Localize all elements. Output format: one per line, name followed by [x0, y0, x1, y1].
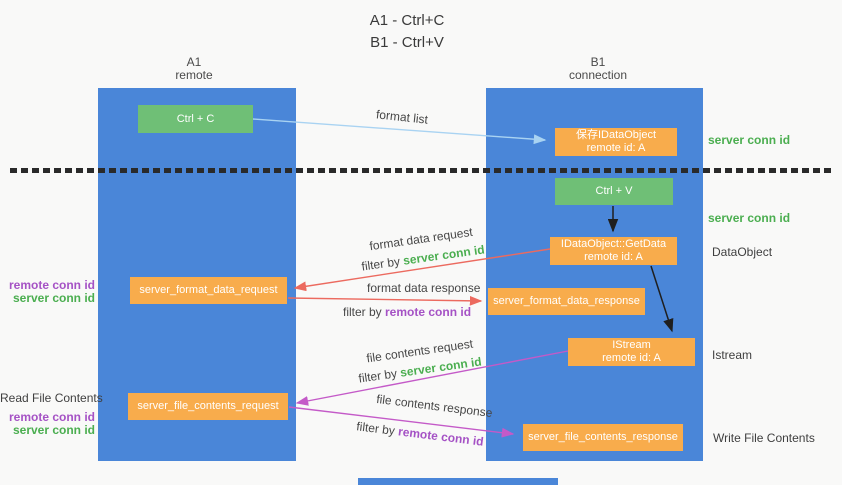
- label-server-conn-id-right-2: server conn id: [708, 211, 791, 225]
- node-ctrl-c-label: Ctrl + C: [176, 112, 215, 125]
- node-idataobject-getdata-line1: IDataObject::GetData: [560, 238, 667, 250]
- node-save-idataobject-line2: remote id: A: [586, 142, 646, 154]
- label-dataobject: DataObject: [712, 245, 773, 259]
- remote-conn-id-text: remote conn id: [8, 278, 95, 292]
- node-server-file-contents-response: server_file_contents_response: [523, 424, 683, 451]
- remote-conn-id-text: remote conn id: [397, 424, 485, 449]
- node-server-file-contents-request-label: server_file_contents_request: [137, 400, 279, 412]
- diagram-title: A1 - Ctrl+C B1 - Ctrl+V: [257, 10, 557, 54]
- label-filter-by-remote-conn-id-1: filter by remote conn id: [343, 305, 471, 319]
- node-istream: IStream remote id: A: [568, 338, 695, 366]
- label-filter-by-remote-conn-id-2: filter by remote conn id: [356, 419, 485, 448]
- lane-header-b1: B1 connection: [538, 56, 658, 82]
- node-ctrl-v-label: Ctrl + V: [595, 185, 633, 197]
- remote-conn-id-text: remote conn id: [8, 410, 95, 424]
- node-idataobject-getdata: IDataObject::GetData remote id: A: [550, 237, 677, 265]
- filter-by-text: filter by: [343, 305, 386, 319]
- label-read-file-contents: Read File Contents: [0, 391, 103, 405]
- label-group-format-conn-ids: remote conn id server conn id: [0, 279, 95, 305]
- lane-header-a1-role: remote: [175, 68, 213, 82]
- node-server-format-data-request-label: server_format_data_request: [139, 284, 278, 296]
- arrow-format-data-response: [287, 295, 483, 306]
- node-ctrl-c: Ctrl + C: [138, 105, 253, 133]
- label-istream: Istream: [712, 348, 753, 362]
- filter-by-text: filter by: [360, 253, 405, 274]
- node-server-file-contents-request: server_file_contents_request: [128, 393, 288, 420]
- lane-header-a1: A1 remote: [134, 56, 254, 82]
- title-line-2: B1 - Ctrl+V: [370, 34, 444, 51]
- label-format-data-response: format data response: [367, 281, 481, 295]
- node-server-format-data-response-label: server_format_data_response: [493, 295, 640, 307]
- filter-by-text: filter by: [355, 419, 400, 439]
- server-conn-id-text: server conn id: [12, 291, 95, 305]
- node-save-idataobject: 保存IDataObject remote id: A: [555, 128, 677, 156]
- label-group-file-conn-ids: remote conn id server conn id: [0, 411, 95, 437]
- dotted-divider: [10, 168, 832, 173]
- label-server-conn-id-right-1: server conn id: [708, 133, 791, 147]
- lane-header-b1-name: B1: [590, 55, 606, 69]
- node-idataobject-getdata-line2: remote id: A: [584, 251, 643, 263]
- label-file-contents-response: file contents response: [375, 391, 494, 421]
- remote-conn-id-text: remote conn id: [385, 305, 472, 319]
- node-istream-line2: remote id: A: [602, 352, 661, 364]
- node-server-format-data-request: server_format_data_request: [130, 277, 287, 304]
- server-conn-id-text: server conn id: [12, 423, 95, 437]
- filter-by-text: filter by: [357, 365, 402, 386]
- lane-header-a1-name: A1: [186, 55, 202, 69]
- node-server-file-contents-response-label: server_file_contents_response: [528, 431, 678, 443]
- lane-header-b1-role: connection: [568, 68, 628, 82]
- bottom-clipped-bar: [358, 478, 558, 485]
- label-format-list: format list: [375, 107, 429, 127]
- node-save-idataobject-line1: 保存IDataObject: [575, 129, 657, 141]
- node-istream-line1: IStream: [612, 339, 651, 351]
- label-write-file-contents: Write File Contents: [713, 431, 815, 445]
- node-server-format-data-response: server_format_data_response: [488, 288, 645, 315]
- title-line-1: A1 - Ctrl+C: [369, 12, 445, 29]
- node-ctrl-v: Ctrl + V: [555, 178, 673, 205]
